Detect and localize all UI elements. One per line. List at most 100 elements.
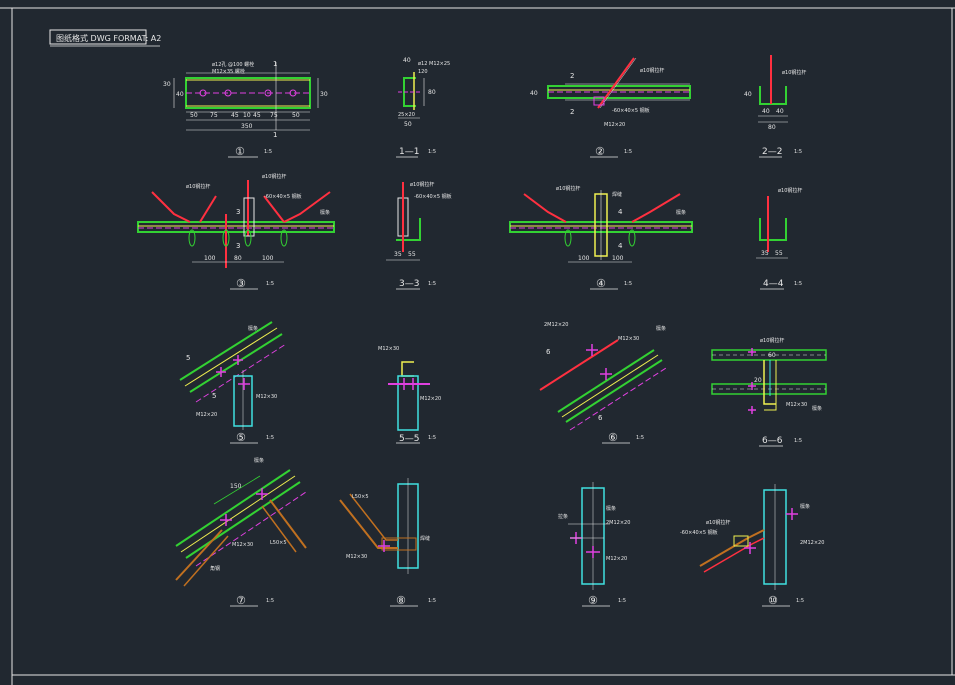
detail-9-note-b: 2M12×20 xyxy=(606,520,630,526)
detail-7-note-angle: 角钢 xyxy=(210,565,220,572)
detail-2-label: ② xyxy=(595,145,605,158)
detail-4-section-mark: 4 xyxy=(618,242,623,250)
section-4-4-caption: 4—4 1:5 xyxy=(760,279,802,290)
detail-4-rod-pair: 100 100 4 4 ø10钢拉杆 焊缝 檩条 xyxy=(509,185,693,263)
detail-1-caption: ① 1:5 xyxy=(228,145,272,158)
section-3-3-note-plate: -60×40×5 钢板 xyxy=(414,193,452,200)
detail-8-note-weld: 焊缝 xyxy=(420,535,430,542)
detail-2-note-rod: ø10钢拉杆 xyxy=(640,67,664,74)
section-2-2-label: 2—2 xyxy=(762,147,782,157)
detail-4-note-weld: 焊缝 xyxy=(612,191,622,198)
detail-3-section-mark: 3 xyxy=(236,242,240,250)
detail-5-section-mark: 5 xyxy=(212,392,216,400)
section-6-6-bolts xyxy=(748,348,756,414)
detail-2-section-mark: 2 xyxy=(570,72,574,80)
section-2-2-scale: 1:5 xyxy=(794,149,802,155)
detail-5-note-purlin: 檩条 xyxy=(248,325,258,332)
section-6-6-view: 60 20 ø10钢拉杆 M12×30 檩条 xyxy=(711,337,827,414)
section-5-5-view: M12×30 M12×20 xyxy=(378,346,441,431)
section-1-1-dim-top: 40 xyxy=(403,57,411,64)
detail-10-bolts xyxy=(744,508,798,554)
section-1-1-note-c: 25×20 xyxy=(398,112,415,118)
section-6-6-note-b: M12×30 xyxy=(786,402,807,408)
detail-1-note-top-2: M12×35 螺栓 xyxy=(212,68,245,75)
detail-2-dim-side: 40 xyxy=(530,90,538,97)
detail-8-caption: ⑧ 1:5 xyxy=(390,594,436,607)
section-4-4-view: 35 55 ø10钢拉杆 xyxy=(756,187,802,259)
detail-1-dim-side: 30 xyxy=(163,81,171,88)
detail-1-scale: 1:5 xyxy=(264,149,272,155)
detail-5-scale: 1:5 xyxy=(266,435,274,441)
detail-5-note-bolt-2: M12×20 xyxy=(196,412,217,418)
section-1-1-note-a: ø12 M12×25 xyxy=(418,61,450,67)
detail-3-dim-part: 100 xyxy=(262,255,274,262)
detail-10-label: ⑩ xyxy=(768,594,778,607)
detail-9-caption: ⑨ 1:5 xyxy=(582,594,626,607)
section-3-3-note-rod: ø10钢拉杆 xyxy=(410,181,434,188)
section-6-6-caption: 6—6 1:5 xyxy=(759,436,802,447)
detail-1-dim-part: 50 xyxy=(292,112,300,119)
section-2-2-view: 40 40 80 40 ø10钢拉杆 xyxy=(744,55,806,131)
section-6-6-dim-side: 20 xyxy=(754,377,762,384)
detail-5-bolts xyxy=(216,355,250,390)
detail-7-caption: ⑦ 1:5 xyxy=(230,594,274,607)
section-2-2-dim-total: 80 xyxy=(768,124,776,131)
detail-8-label: ⑧ xyxy=(396,594,406,607)
detail-4-bolt-marks xyxy=(564,229,636,247)
detail-7-note-member: L50×5 xyxy=(270,540,287,546)
section-6-6-scale: 1:5 xyxy=(794,438,802,444)
detail-1-dim-part: 45 xyxy=(253,112,261,119)
section-5-5-scale: 1:5 xyxy=(428,435,436,441)
section-5-5-bolts xyxy=(403,378,414,390)
detail-10-note-a: ø10钢拉杆 xyxy=(706,519,730,526)
detail-7-brace-joint: 150 M12×30 檩条 L50×5 角钢 xyxy=(175,457,307,587)
detail-4-note-rod: ø10钢拉杆 xyxy=(556,185,580,192)
detail-5-label: ⑤ xyxy=(236,431,246,444)
detail-3-note-rod-2: ø10钢拉杆 xyxy=(262,173,286,180)
section-3-3-view: 35 55 ø10钢拉杆 -60×40×5 钢板 xyxy=(386,181,452,261)
detail-1-note-top: ø12孔 @100 螺栓 xyxy=(212,61,254,68)
section-2-2-caption: 2—2 1:5 xyxy=(759,147,802,158)
detail-10-note-b: -60×40×5 钢板 xyxy=(680,529,718,536)
detail-6-note-b: M12×30 xyxy=(618,336,639,342)
detail-10-note-d: 2M12×20 xyxy=(800,540,824,546)
section-3-3-label: 3—3 xyxy=(399,279,419,289)
section-1-1-note-b: 120 xyxy=(418,69,428,75)
detail-7-dim-len: 150 xyxy=(230,483,242,490)
section-5-5-note-a: M12×30 xyxy=(378,346,399,352)
section-6-6-dim-top: 60 xyxy=(768,352,776,359)
detail-6-note-a: 2M12×20 xyxy=(544,322,568,328)
detail-4-section-mark: 4 xyxy=(618,208,623,216)
detail-3-note-purlin: 檩条 xyxy=(320,209,330,216)
detail-1-label: ① xyxy=(235,145,245,158)
detail-2-note-bolt: M12×20 xyxy=(604,122,625,128)
section-4-4-dim-part: 55 xyxy=(775,250,783,257)
detail-3-section-mark: 3 xyxy=(236,208,240,216)
detail-9-column-bolts: 拉条 2M12×20 M12×20 檩条 xyxy=(558,482,630,590)
section-4-4-note: ø10钢拉杆 xyxy=(778,187,802,194)
section-6-6-label: 6—6 xyxy=(762,436,783,446)
detail-9-scale: 1:5 xyxy=(618,598,626,604)
detail-2-note-plate: -60×40×5 钢板 xyxy=(612,107,650,114)
detail-2-scale: 1:5 xyxy=(624,149,632,155)
detail-1-plate-plan: 50 75 45 10 45 75 50 350 30 40 30 ø12孔 @… xyxy=(163,60,328,139)
detail-1-bolt-holes xyxy=(199,89,297,97)
detail-6-bolts xyxy=(586,344,612,380)
detail-3-note-plate: -60×40×5 钢板 xyxy=(264,193,302,200)
section-4-4-dim-part: 35 xyxy=(761,250,769,257)
detail-4-caption: ④ 1:5 xyxy=(590,277,632,290)
detail-8-bolt xyxy=(378,540,390,552)
section-1-1-dim-bottom: 50 xyxy=(404,121,412,128)
detail-6-label: ⑥ xyxy=(608,431,618,444)
section-5-5-caption: 5—5 1:5 xyxy=(396,434,436,444)
detail-7-bolts xyxy=(220,488,268,526)
detail-10-caption: ⑩ 1:5 xyxy=(762,594,804,607)
section-5-5-label: 5—5 xyxy=(399,434,419,444)
detail-3-label: ③ xyxy=(236,277,246,290)
detail-1-dim-part: 75 xyxy=(270,112,278,119)
section-3-3-scale: 1:5 xyxy=(428,281,436,287)
detail-8-scale: 1:5 xyxy=(428,598,436,604)
section-2-2-dim-part: 40 xyxy=(762,108,770,115)
detail-5-note-bolt: M12×30 xyxy=(256,394,277,400)
